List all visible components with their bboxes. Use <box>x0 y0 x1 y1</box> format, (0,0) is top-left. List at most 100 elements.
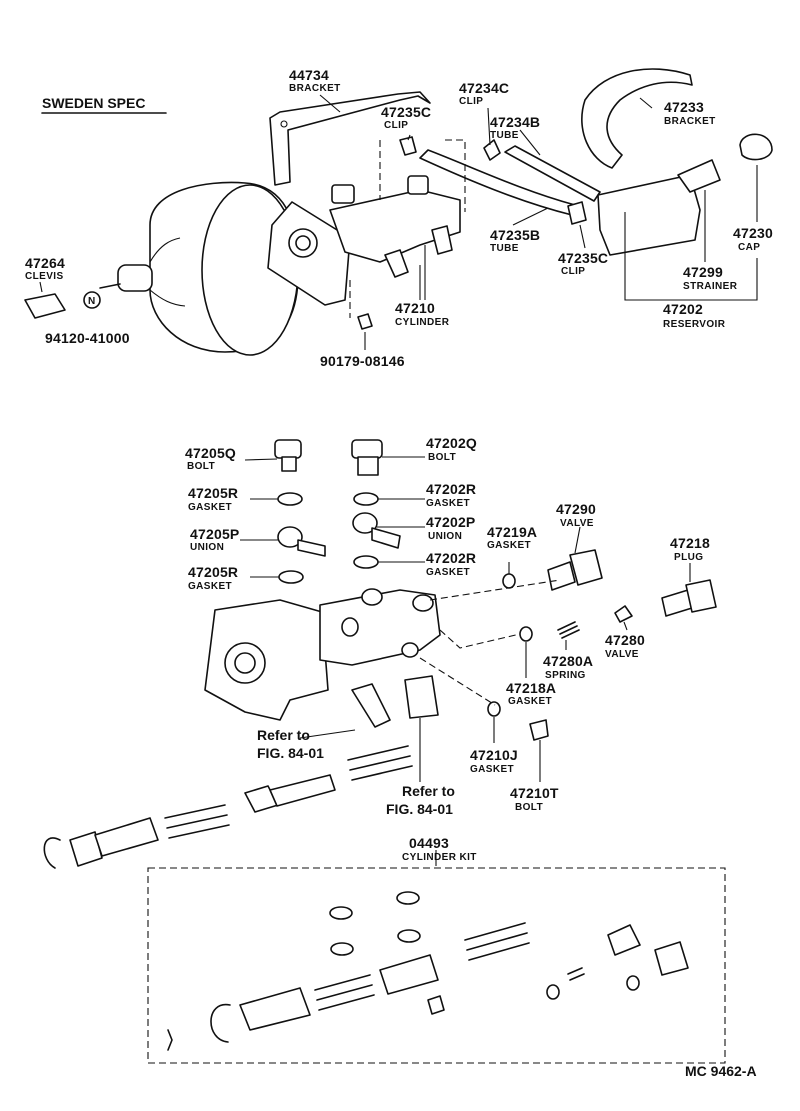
bolt-47202q[interactable] <box>351 439 383 476</box>
switch-right[interactable] <box>404 675 439 719</box>
svg-text:GASKET: GASKET <box>487 540 531 551</box>
svg-text:CYLINDER: CYLINDER <box>395 317 450 328</box>
svg-text:47280: 47280 <box>605 632 645 648</box>
gasket-47202r-a[interactable] <box>353 492 379 506</box>
svg-text:CLIP: CLIP <box>384 120 408 131</box>
bracket-47233[interactable] <box>581 68 693 169</box>
svg-text:47210: 47210 <box>395 300 435 316</box>
piston-assembly-mid[interactable] <box>43 745 413 869</box>
drawing-code: MC 9462-A <box>685 1063 757 1079</box>
bolt-90179[interactable] <box>357 313 373 330</box>
svg-text:90179-08146: 90179-08146 <box>320 353 405 369</box>
svg-text:GASKET: GASKET <box>508 696 552 707</box>
ref-text-2b: FIG. 84-01 <box>386 801 453 817</box>
clip-47235c-low[interactable] <box>567 201 587 225</box>
kit-seals[interactable] <box>329 891 421 956</box>
spring-47280a[interactable] <box>557 621 580 639</box>
cylinder-kit-box <box>147 850 726 1064</box>
reservoir-47202[interactable] <box>597 159 721 256</box>
bolt-47205q[interactable] <box>274 439 302 472</box>
svg-text:47205Q: 47205Q <box>185 445 236 461</box>
ref-text-1a: Refer to <box>257 727 310 743</box>
clip-47235c-top[interactable] <box>399 136 417 156</box>
switch-left[interactable] <box>351 683 391 728</box>
ref-text-2a: Refer to <box>402 783 455 799</box>
union-47202p[interactable] <box>352 512 401 549</box>
valve-47280[interactable] <box>614 605 633 623</box>
svg-text:BRACKET: BRACKET <box>664 116 716 127</box>
label-90179: 90179-08146 <box>320 353 405 369</box>
svg-text:STRAINER: STRAINER <box>683 281 738 292</box>
spec-label: SWEDEN SPEC <box>42 95 145 111</box>
gasket-47205r-a[interactable] <box>277 492 303 506</box>
booster-flange <box>267 201 351 306</box>
svg-text:GASKET: GASKET <box>470 764 514 775</box>
svg-text:94120-41000: 94120-41000 <box>45 330 130 346</box>
svg-text:47218: 47218 <box>670 535 710 551</box>
svg-text:47299: 47299 <box>683 264 723 280</box>
ref-text-1b: FIG. 84-01 <box>257 745 324 761</box>
tube-47234b[interactable] <box>504 145 601 202</box>
svg-text:VALVE: VALVE <box>605 649 639 660</box>
gasket-47202r-b[interactable] <box>353 555 379 569</box>
master-cylinder-upper[interactable] <box>329 175 461 300</box>
cap-47230[interactable] <box>739 133 773 161</box>
svg-text:CLIP: CLIP <box>459 96 483 107</box>
gasket-47219a[interactable] <box>502 573 516 589</box>
kit-pistons-springs[interactable] <box>210 922 530 1043</box>
svg-text:47218A: 47218A <box>506 680 556 696</box>
leaders-upper <box>39 94 758 350</box>
svg-text:47210T: 47210T <box>510 785 559 801</box>
gasket-47218a[interactable] <box>519 626 533 642</box>
svg-text:47202R: 47202R <box>426 481 476 497</box>
svg-text:47202Q: 47202Q <box>426 435 477 451</box>
clip-47234c[interactable] <box>483 139 501 161</box>
svg-text:47202P: 47202P <box>426 514 475 530</box>
svg-text:47280A: 47280A <box>543 653 593 669</box>
plug-47218[interactable] <box>661 579 717 617</box>
valve-47290[interactable] <box>547 549 603 591</box>
gasket-47205r-b[interactable] <box>278 570 304 584</box>
bolt-47210t[interactable] <box>529 719 549 741</box>
svg-text:47235C: 47235C <box>381 104 431 120</box>
svg-text:47264: 47264 <box>25 255 65 271</box>
nut-94120[interactable]: N <box>83 291 101 309</box>
svg-text:47234C: 47234C <box>459 80 509 96</box>
svg-text:47205R: 47205R <box>188 564 238 580</box>
bracket-44734[interactable] <box>269 91 431 186</box>
gasket-47210j[interactable] <box>487 701 501 717</box>
svg-text:47205P: 47205P <box>190 526 239 542</box>
svg-text:BOLT: BOLT <box>187 461 215 472</box>
clevis-47264[interactable] <box>24 293 66 319</box>
svg-text:47210J: 47210J <box>470 747 518 763</box>
svg-text:VALVE: VALVE <box>560 518 594 529</box>
kit-valve-plug[interactable] <box>546 924 689 1000</box>
union-47205p[interactable] <box>277 526 326 557</box>
svg-text:44734: 44734 <box>289 67 329 83</box>
leaders-middle <box>240 456 691 782</box>
master-cylinder-body[interactable] <box>204 588 441 721</box>
svg-text:BOLT: BOLT <box>428 452 456 463</box>
svg-text:GASKET: GASKET <box>188 581 232 592</box>
